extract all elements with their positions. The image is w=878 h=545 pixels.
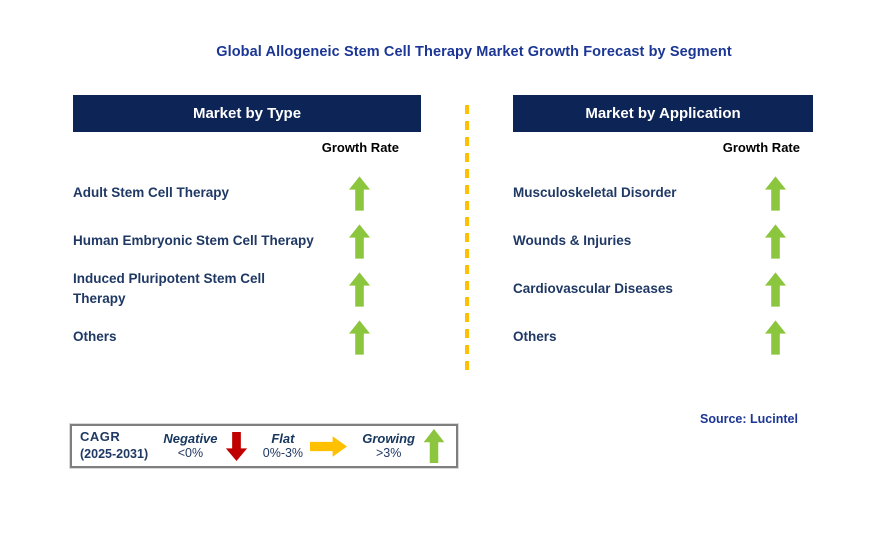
segment-rows: Musculoskeletal Disorder Wounds & Injuri…: [513, 169, 813, 361]
segment-label: Wounds & Injuries: [513, 233, 632, 249]
legend-entry-negative: Negative <0%: [163, 431, 247, 462]
segment-label: Induced Pluripotent Stem Cell Therapy: [73, 271, 266, 306]
growth-up-arrow-icon: [321, 319, 397, 355]
legend-cagr-label: CAGR: [80, 429, 121, 445]
growth-up-arrow-icon: [737, 223, 813, 259]
segment-rows: Adult Stem Cell Therapy Human Embryonic …: [73, 169, 421, 361]
segment-label: Others: [513, 329, 557, 345]
growth-rate-label: Growth Rate: [321, 140, 399, 155]
legend-growing-label: Growing: [362, 430, 415, 446]
growth-up-arrow-icon: [737, 319, 813, 355]
panel-market-by-application: Market by Application Growth Rate Muscul…: [513, 95, 813, 361]
growth-up-arrow-icon: [321, 271, 397, 307]
down-arrow-icon: [225, 431, 248, 461]
growth-up-arrow-icon: [737, 175, 813, 211]
segment-row: Others: [513, 313, 813, 361]
segment-row: Adult Stem Cell Therapy: [73, 169, 421, 217]
content-area: Market by Type Growth Rate Adult Stem Ce…: [73, 95, 813, 377]
segment-row: Wounds & Injuries: [513, 217, 813, 265]
segment-row: Cardiovascular Diseases: [513, 265, 813, 313]
source-label: Source: Lucintel: [700, 412, 798, 426]
right-arrow-icon: [310, 435, 348, 457]
legend-box: CAGR (2025-2031) Negative <0% Flat 0%-3%…: [69, 423, 459, 469]
legend-flat-label: Flat: [271, 430, 295, 446]
growth-up-arrow-icon: [737, 271, 813, 307]
segment-row: Human Embryonic Stem Cell Therapy: [73, 217, 421, 265]
segment-label: Cardiovascular Diseases: [513, 281, 673, 297]
growth-up-arrow-icon: [321, 175, 397, 211]
segment-row: Others: [73, 313, 421, 361]
growth-rate-label: Growth Rate: [722, 140, 800, 155]
panel-market-by-type: Market by Type Growth Rate Adult Stem Ce…: [73, 95, 421, 361]
page-title: Global Allogeneic Stem Cell Therapy Mark…: [216, 44, 732, 60]
divider-dashed-line: [465, 105, 469, 377]
legend-negative-label: Negative: [163, 430, 218, 446]
segment-label: Others: [73, 329, 117, 345]
segment-label: Adult Stem Cell Therapy: [73, 185, 230, 201]
legend-entry-growing: Growing >3%: [362, 429, 446, 463]
panel-gap: [421, 95, 513, 377]
panel-header-type: Market by Type: [73, 95, 421, 132]
segment-label: Musculoskeletal Disorder: [513, 185, 677, 201]
legend-cagr-period: (2025-2031): [80, 447, 149, 462]
panel-header-application: Market by Application: [513, 95, 813, 132]
legend-growing-range: >3%: [375, 446, 402, 461]
segment-row: Musculoskeletal Disorder: [513, 169, 813, 217]
growth-up-arrow-icon: [321, 223, 397, 259]
legend-flat-range: 0%-3%: [262, 446, 304, 461]
segment-row: Induced Pluripotent Stem Cell Therapy: [73, 265, 421, 313]
legend-cagr: CAGR (2025-2031): [80, 429, 148, 462]
segment-label: Human Embryonic Stem Cell Therapy: [73, 233, 314, 249]
up-arrow-icon: [422, 429, 446, 463]
legend-negative-range: <0%: [177, 446, 204, 461]
legend-entry-flat: Flat 0%-3%: [262, 430, 348, 462]
